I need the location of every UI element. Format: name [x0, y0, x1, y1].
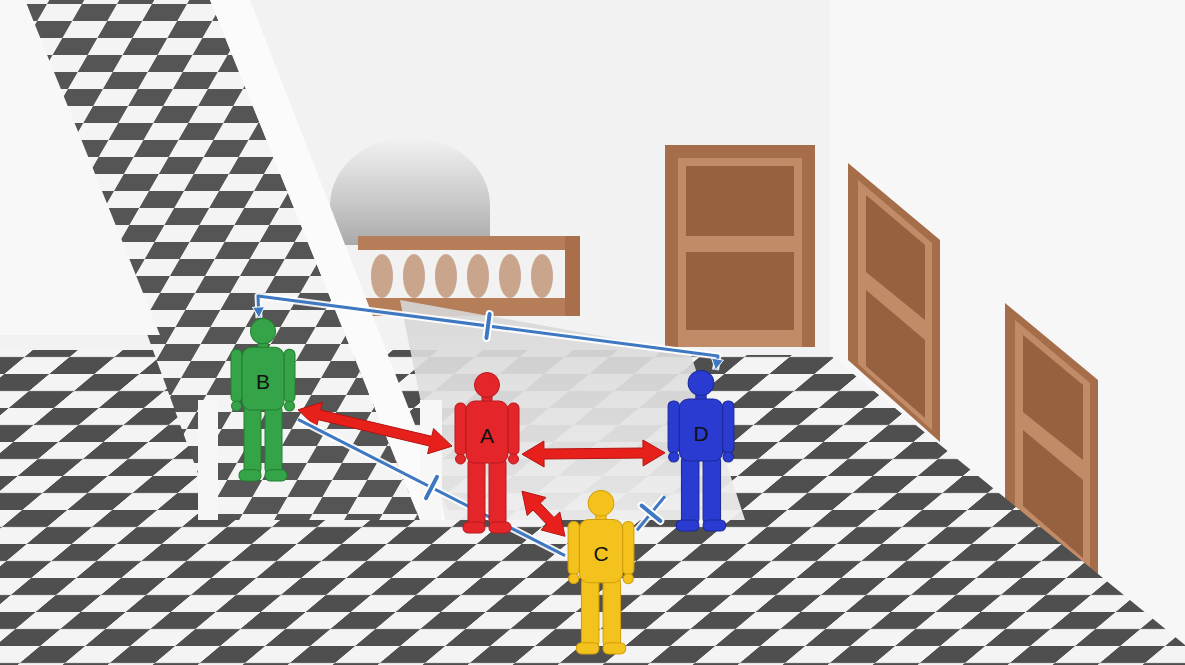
tick-halo	[486, 314, 489, 338]
arch	[330, 137, 490, 245]
figure-hand	[232, 401, 242, 411]
door-panel	[686, 252, 794, 330]
figure-hand	[569, 573, 579, 583]
figure-leg	[244, 405, 261, 474]
door-frame	[665, 145, 815, 347]
figure-leg	[703, 456, 720, 524]
person-figure-shape	[565, 490, 637, 658]
blue-line	[258, 296, 718, 370]
door-panel	[686, 166, 794, 236]
figure-arm	[568, 522, 579, 575]
stair-side	[0, 0, 160, 335]
figure-arm	[455, 403, 466, 455]
figure-hand	[509, 454, 519, 464]
rail	[358, 236, 580, 250]
figure-arm	[623, 522, 634, 575]
figure-foot	[576, 643, 599, 654]
baluster	[467, 254, 489, 298]
figure-arm	[723, 401, 734, 453]
figure-foot	[463, 522, 485, 533]
figure-hand	[723, 452, 733, 462]
equal-tick	[642, 506, 661, 521]
figure-foot	[489, 522, 511, 533]
figure-leg	[265, 405, 282, 474]
figure-head	[588, 491, 614, 516]
tick-halo	[642, 506, 661, 521]
baluster	[371, 254, 393, 298]
baluster	[499, 254, 521, 298]
equal-distance-line	[637, 496, 665, 530]
line-halo	[637, 496, 665, 530]
baluster	[531, 254, 553, 298]
figure-foot	[703, 520, 726, 531]
figure-head	[688, 371, 714, 396]
figure-foot	[603, 643, 626, 654]
figure-letter: C	[565, 542, 637, 566]
person-figure: C	[565, 490, 637, 658]
person-figure: A	[452, 372, 522, 537]
red-arrow	[522, 440, 665, 467]
person-figure: B	[228, 318, 298, 485]
figure-head	[475, 373, 500, 398]
figure-leg	[603, 578, 620, 647]
figure-arm	[231, 349, 242, 402]
figure-hand	[623, 573, 633, 583]
person-figure-shape	[665, 370, 737, 535]
baluster	[403, 254, 425, 298]
figure-hand	[285, 401, 295, 411]
figure-arm	[508, 403, 519, 455]
arrow-head	[712, 358, 724, 370]
figure-leg	[489, 458, 506, 526]
blue-line	[298, 419, 565, 555]
equal-distance-line	[253, 296, 724, 370]
blue-line	[637, 496, 665, 530]
pillar	[420, 400, 442, 520]
tick-halo	[426, 477, 437, 498]
line-halo	[258, 296, 718, 370]
figure-head	[251, 319, 276, 344]
stair-wall	[210, 0, 452, 520]
figure-foot	[676, 520, 699, 531]
figure-leg	[468, 458, 485, 526]
figure-arm	[284, 349, 295, 402]
person-figure-shape	[228, 318, 298, 485]
figure-foot	[239, 470, 261, 481]
figure-hand	[669, 452, 679, 462]
equal-distance-line	[298, 419, 565, 555]
equal-tick	[426, 477, 437, 498]
door	[665, 145, 815, 347]
line-halo	[298, 419, 565, 555]
red-double-arrow	[522, 491, 565, 536]
door-leaf	[678, 158, 802, 347]
figure-foot	[265, 470, 287, 481]
balustrade	[358, 236, 580, 316]
figure-arm	[668, 401, 679, 453]
post	[565, 236, 580, 316]
person-figure: D	[665, 370, 737, 535]
figure-letter: D	[665, 422, 737, 446]
person-figure-shape	[452, 372, 522, 537]
equal-tick	[486, 314, 489, 338]
figure-letter: B	[228, 370, 298, 394]
pillar	[198, 400, 218, 520]
figure-leg	[681, 456, 698, 524]
figure-leg	[581, 578, 598, 647]
red-arrow	[522, 491, 565, 536]
figure-hand	[456, 454, 466, 464]
red-double-arrow	[522, 440, 665, 467]
arrow-head	[253, 307, 265, 318]
figure-letter: A	[452, 424, 522, 448]
baluster	[435, 254, 457, 298]
